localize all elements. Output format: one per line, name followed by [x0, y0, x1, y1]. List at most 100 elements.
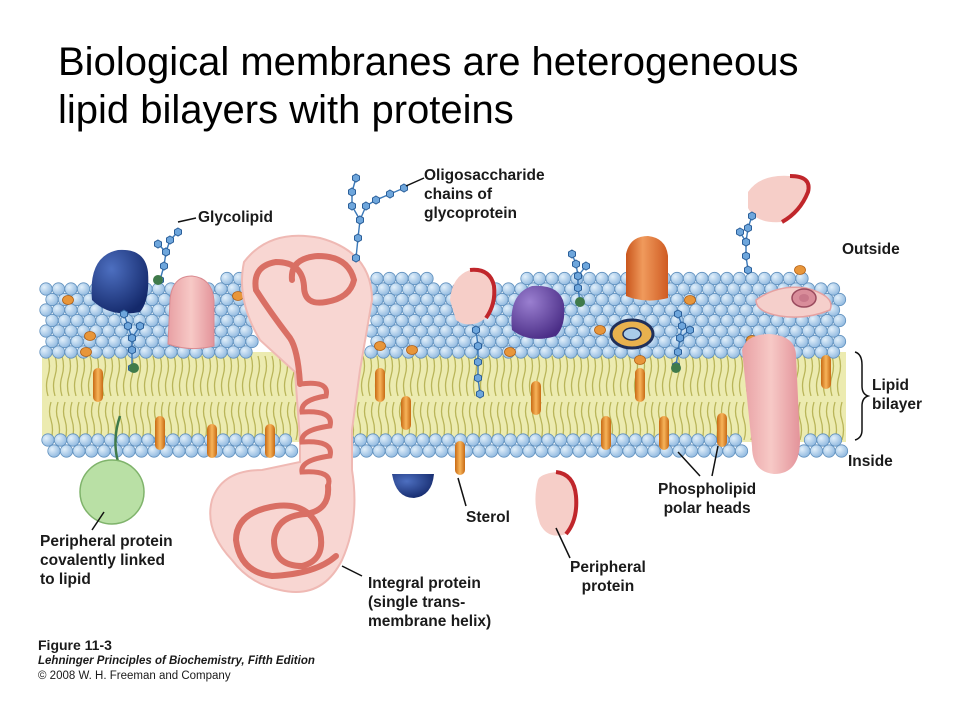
sugar-residue — [154, 239, 162, 249]
lipid-tail — [797, 401, 803, 441]
lipid-tail — [80, 355, 86, 397]
sugar-residue — [572, 259, 580, 269]
lipid-tail — [66, 355, 72, 397]
polar-head — [607, 271, 622, 286]
title-line-2: lipid bilayers with proteins — [58, 88, 514, 132]
fatty-acid-tails — [45, 355, 845, 441]
lipid-tail — [836, 355, 842, 397]
polar-head — [522, 444, 536, 458]
polar-head — [682, 271, 697, 286]
lipid-tail — [125, 401, 131, 441]
glycan-link — [351, 177, 361, 221]
lipid-tail — [839, 401, 845, 441]
inner-blue-protein — [392, 474, 434, 498]
polar-head — [378, 433, 393, 447]
sugar-residue — [474, 373, 482, 383]
sterol-body — [635, 368, 645, 402]
lipid-tail — [696, 355, 702, 397]
polar-head — [722, 444, 736, 458]
lipid-tail — [493, 355, 499, 397]
lipid-tail — [605, 355, 611, 397]
lipid-tail-region — [42, 352, 846, 442]
polar-head — [39, 282, 53, 296]
polar-head — [397, 444, 411, 458]
polar-head — [559, 444, 574, 458]
polar-head — [816, 433, 830, 447]
polar-head — [834, 444, 849, 458]
lipid-tail — [122, 355, 128, 397]
polar-head — [284, 444, 299, 458]
lipid-tail — [507, 355, 513, 397]
glycoprotein-middle — [450, 267, 497, 325]
polar-head — [84, 444, 99, 458]
sterol-head — [406, 345, 418, 355]
title-line-1: Biological membranes are heterogeneous — [58, 40, 799, 84]
polar-head — [53, 433, 68, 447]
polar-head — [695, 271, 709, 286]
lipid-tail — [661, 355, 667, 397]
sugar-residue — [742, 237, 750, 247]
polar-head — [534, 444, 549, 458]
lipid-tail — [237, 401, 243, 441]
polar-head — [622, 444, 636, 458]
sugar-residue — [174, 227, 182, 237]
sterol-body — [821, 355, 831, 389]
lipid-tail — [248, 355, 254, 397]
sterol-body — [265, 424, 275, 458]
lipid-tail — [360, 355, 366, 397]
lipid-tail — [188, 401, 194, 441]
lipid-tail — [622, 401, 628, 441]
polar-head — [609, 444, 624, 458]
polar-head — [184, 444, 199, 458]
lipid-tail — [486, 355, 492, 397]
polar-head — [578, 433, 593, 447]
glycolipid-anchor — [671, 363, 681, 373]
sugar-residue — [744, 265, 752, 275]
outer-leaflet-polar-heads — [39, 271, 847, 359]
sugar-residue — [128, 333, 136, 343]
polar-head — [72, 444, 86, 458]
lipid-tail — [45, 355, 51, 397]
lipid-tail — [570, 355, 576, 397]
lipid-tail — [136, 355, 142, 397]
polar-head — [141, 433, 155, 447]
polar-head — [47, 444, 61, 458]
glycolipid-anchor — [575, 297, 585, 307]
polar-head — [678, 433, 693, 447]
polar-head — [782, 271, 797, 286]
polar-head — [828, 433, 843, 447]
label-phospholipid: Phospholipid polar heads — [658, 480, 756, 518]
polar-head — [78, 433, 93, 447]
lipid-tail — [185, 355, 191, 397]
polar-head — [239, 345, 253, 359]
polar-head — [484, 444, 499, 458]
polar-head — [382, 271, 397, 286]
polar-head — [672, 444, 686, 458]
lipid-tail — [255, 355, 261, 397]
polar-head — [441, 433, 455, 447]
lipid-tail — [542, 355, 548, 397]
lipid-tail — [447, 401, 453, 441]
polar-head — [128, 433, 143, 447]
lipid-tail — [710, 355, 716, 397]
sugar-residue — [674, 309, 682, 319]
polar-head — [595, 271, 609, 286]
label-sterol: Sterol — [466, 509, 510, 526]
lipid-tail — [423, 355, 429, 397]
polar-head — [826, 324, 841, 338]
polar-head — [572, 444, 586, 458]
polar-head — [770, 271, 784, 286]
lipid-tail — [724, 355, 730, 397]
polar-head — [222, 444, 236, 458]
lipid-tail — [682, 355, 688, 397]
lipid-tail — [626, 355, 632, 397]
lipid-tail — [703, 355, 709, 397]
lipid-tail — [500, 355, 506, 397]
sugar-residue — [348, 187, 356, 197]
sugar-residue — [748, 211, 756, 221]
polar-head — [557, 271, 572, 286]
sugar-residue — [136, 321, 144, 331]
lipid-tail — [241, 355, 247, 397]
lipid-tail — [199, 355, 205, 397]
sugar-residue — [472, 325, 480, 335]
